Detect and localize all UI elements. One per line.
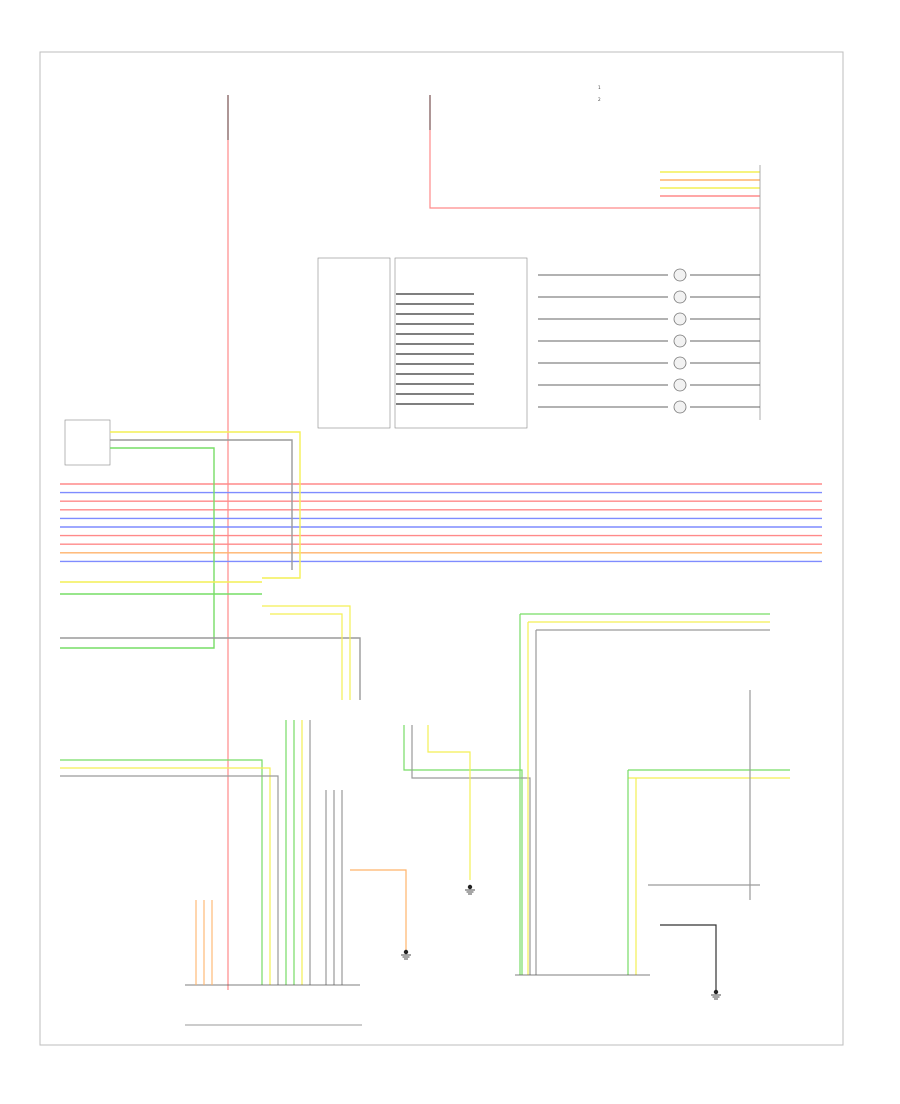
diagram-frame xyxy=(39,51,844,1046)
lower-wire-0 xyxy=(262,605,351,700)
instrument-module-box xyxy=(64,419,111,466)
bulb-group xyxy=(673,268,687,414)
instrument-yellow-wire xyxy=(110,431,301,579)
center-ground xyxy=(465,884,475,895)
lamp-bulb-0 xyxy=(673,268,687,282)
switch-assembly-box xyxy=(317,257,391,429)
legend: 1 2 xyxy=(598,85,601,102)
lamp-bulb-6 xyxy=(673,400,687,414)
lower-wire-1 xyxy=(270,613,343,700)
lower-wire-12 xyxy=(350,869,407,950)
legend-marker-2: 2 xyxy=(598,97,601,102)
ground-dot xyxy=(467,884,473,890)
lower-wire-4 xyxy=(60,775,279,985)
lamp-bulb-1 xyxy=(673,290,687,304)
right-ground xyxy=(711,989,721,1000)
gateway-module-box xyxy=(394,257,528,429)
lower-wire-13 xyxy=(403,725,523,975)
ground-group xyxy=(401,884,721,1000)
lamp-bulb-2 xyxy=(673,312,687,326)
lower-wire-15 xyxy=(427,725,471,880)
instrument-green-wire xyxy=(60,447,215,649)
ground-dot xyxy=(713,989,719,995)
left-gray-wire xyxy=(60,637,361,700)
lower-wire-3 xyxy=(60,767,271,985)
battery-feed-wire xyxy=(429,95,760,209)
left-ground xyxy=(401,949,411,960)
lower-wire-2 xyxy=(60,759,263,985)
ground-dot xyxy=(403,949,409,955)
lamp-bulb-4 xyxy=(673,356,687,370)
lamp-bulb-3 xyxy=(673,334,687,348)
legend-marker-1: 1 xyxy=(598,85,601,90)
wire-group xyxy=(60,95,822,1026)
lower-wire-27 xyxy=(660,924,717,990)
lower-wire-14 xyxy=(411,725,531,975)
lamp-bulb-5 xyxy=(673,378,687,392)
instrument-gray-wire xyxy=(110,439,293,570)
